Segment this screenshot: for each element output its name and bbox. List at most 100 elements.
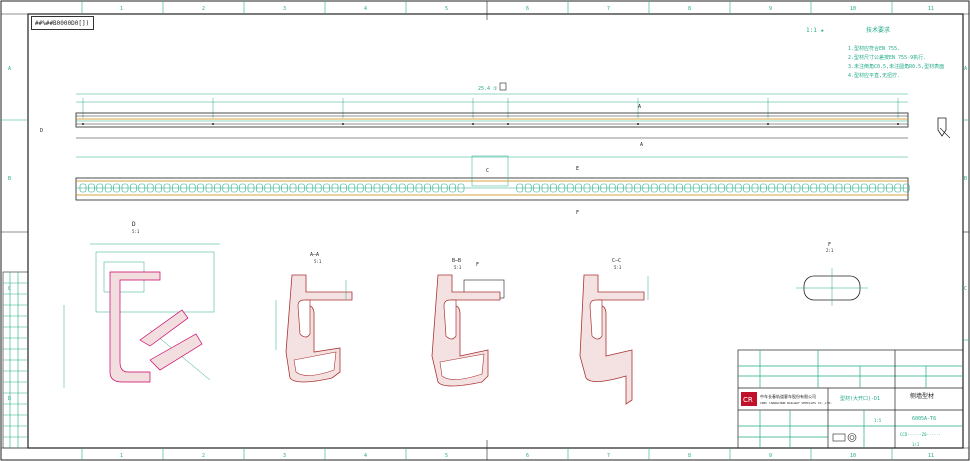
mounting-hole bbox=[449, 183, 456, 193]
mounting-hole bbox=[104, 183, 112, 193]
view-label-b: B—B bbox=[452, 258, 461, 264]
technical-notes: 1:1 ★ 技术要求 1.型材应符合EN 755. 2.型材尺寸公差按EN 75… bbox=[806, 26, 944, 79]
svg-text:6: 6 bbox=[526, 453, 529, 459]
mounting-hole bbox=[886, 183, 893, 193]
mounting-hole bbox=[256, 183, 263, 193]
detail-view-f: F 2:1 bbox=[796, 242, 868, 306]
mounting-hole bbox=[298, 183, 305, 193]
mounting-hole bbox=[692, 183, 700, 193]
mounting-hole bbox=[79, 183, 87, 193]
mounting-hole bbox=[113, 183, 120, 193]
mounting-hole bbox=[323, 183, 330, 193]
mounting-hole bbox=[676, 183, 683, 193]
view-label-a: A—A bbox=[310, 252, 319, 258]
svg-text:3: 3 bbox=[283, 6, 286, 12]
note-line: 4.型材应平直,无扭拧. bbox=[848, 72, 900, 79]
mounting-hole bbox=[743, 183, 750, 193]
view-scale-b: 5:1 bbox=[454, 265, 462, 270]
mounting-hole bbox=[424, 183, 431, 193]
part-label: 型材(大开口)-D1 bbox=[840, 395, 880, 402]
mounting-hole bbox=[163, 183, 171, 193]
drawing-id-tag: ##%##B0000D0[]) bbox=[31, 16, 94, 30]
mounting-hole bbox=[751, 183, 759, 193]
mounting-hole bbox=[457, 183, 465, 193]
mounting-hole bbox=[583, 183, 591, 193]
mounting-hole bbox=[197, 183, 204, 193]
mounting-hole bbox=[600, 183, 608, 193]
section-marker-f: F bbox=[576, 210, 579, 216]
note-line: 1.型材应符合EN 755. bbox=[848, 45, 900, 52]
mounting-hole bbox=[214, 183, 221, 193]
mounting-hole bbox=[230, 183, 238, 193]
mounting-hole bbox=[407, 183, 414, 193]
svg-text:D: D bbox=[8, 396, 11, 402]
mounting-hole bbox=[88, 183, 95, 193]
mounting-hole bbox=[650, 183, 658, 193]
mounting-hole bbox=[566, 183, 574, 193]
mounting-hole bbox=[550, 183, 557, 193]
mounting-hole bbox=[776, 183, 784, 193]
mounting-hole bbox=[827, 183, 834, 193]
revision-table bbox=[2, 271, 29, 449]
mounting-hole bbox=[281, 183, 288, 193]
mounting-hole bbox=[718, 183, 725, 193]
mounting-hole bbox=[440, 183, 448, 193]
mounting-hole bbox=[860, 183, 868, 193]
mounting-hole bbox=[272, 183, 280, 193]
view-scale-c: 5:1 bbox=[614, 265, 622, 270]
mounting-hole bbox=[701, 183, 708, 193]
scale-note: 1:1 ★ bbox=[806, 27, 824, 34]
view-label-c: C—C bbox=[612, 258, 621, 264]
mounting-hole bbox=[524, 183, 532, 193]
mounting-hole bbox=[138, 183, 146, 193]
mounting-hole bbox=[172, 183, 179, 193]
view-scale-f: 2:1 bbox=[826, 248, 834, 253]
svg-text:1: 1 bbox=[120, 6, 123, 12]
view-label-f: F bbox=[828, 242, 831, 248]
mounting-hole bbox=[356, 183, 364, 193]
mounting-hole bbox=[852, 183, 860, 193]
mounting-hole bbox=[818, 183, 826, 193]
mounting-hole bbox=[558, 183, 566, 193]
mounting-hole bbox=[760, 183, 767, 193]
mounting-hole bbox=[415, 183, 423, 193]
plan-view-lower: C E F bbox=[75, 155, 910, 216]
section-view-c: C—C 5:1 bbox=[579, 258, 649, 405]
mounting-hole bbox=[247, 183, 255, 193]
svg-text:6: 6 bbox=[526, 6, 529, 12]
mounting-hole bbox=[793, 183, 801, 193]
svg-text:C: C bbox=[8, 286, 11, 292]
material: 6005A-T6 bbox=[912, 416, 936, 422]
mounting-hole bbox=[516, 183, 524, 193]
notes-header: 技术要求 bbox=[866, 26, 890, 34]
view-scale-a: 5:1 bbox=[314, 259, 322, 264]
drawing-name: 侧墙型材 bbox=[910, 392, 934, 400]
mounting-hole bbox=[382, 183, 389, 193]
svg-text:10: 10 bbox=[850, 453, 856, 459]
mounting-hole bbox=[222, 183, 230, 193]
mounting-hole bbox=[180, 183, 188, 193]
title-block bbox=[737, 349, 964, 449]
svg-text:7: 7 bbox=[607, 6, 610, 12]
logo-text: CR bbox=[743, 396, 753, 404]
mounting-hole bbox=[726, 183, 734, 193]
mounting-hole bbox=[390, 183, 398, 193]
mounting-hole bbox=[373, 183, 381, 193]
mounting-hole bbox=[592, 183, 599, 193]
section-marker-a: A bbox=[640, 142, 643, 148]
mounting-hole bbox=[802, 183, 809, 193]
mounting-hole bbox=[625, 183, 633, 193]
mounting-hole bbox=[188, 183, 196, 193]
mounting-hole bbox=[205, 183, 213, 193]
mounting-hole bbox=[768, 183, 776, 193]
mounting-hole bbox=[96, 183, 104, 193]
mounting-hole bbox=[642, 183, 650, 193]
mounting-hole bbox=[608, 183, 616, 193]
mounting-hole bbox=[398, 183, 406, 193]
mounting-hole bbox=[348, 183, 356, 193]
svg-text:10: 10 bbox=[850, 6, 856, 12]
mounting-hole bbox=[634, 183, 641, 193]
svg-text:9: 9 bbox=[769, 453, 772, 459]
